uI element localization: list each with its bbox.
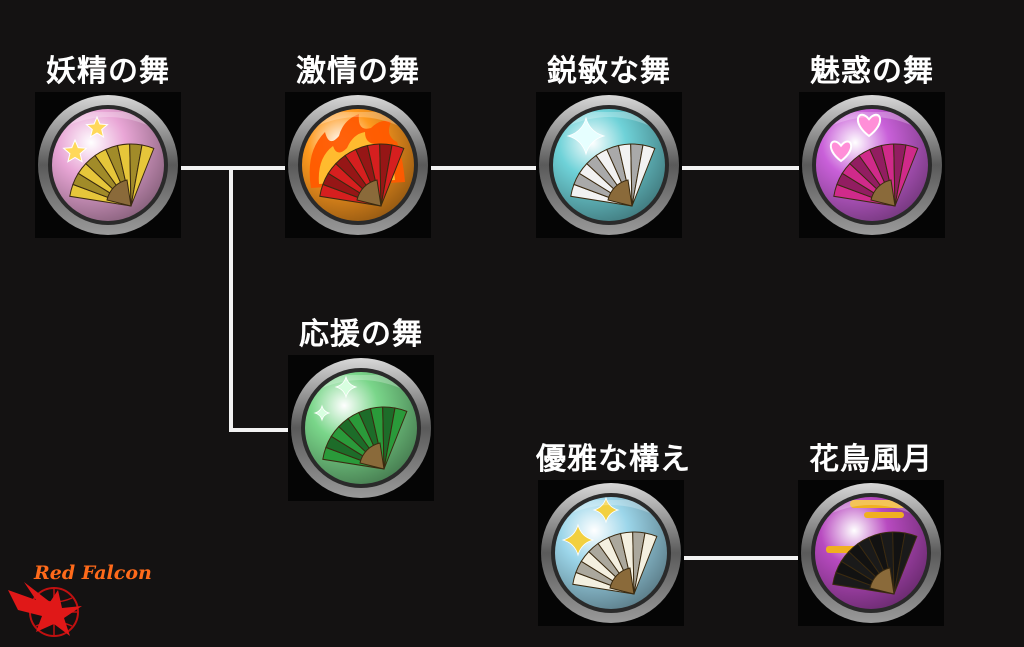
logo-text: Red Falcon bbox=[34, 562, 152, 584]
fan-twinkle-icon bbox=[288, 355, 434, 501]
skill-label: 魅惑の舞 bbox=[810, 54, 934, 89]
fan-stars-icon bbox=[35, 92, 181, 238]
skill-fairy[interactable]: 妖精の舞 bbox=[33, 52, 183, 238]
connector-keen-charm bbox=[681, 166, 801, 170]
red-falcon-logo: Red Falcon bbox=[6, 560, 152, 642]
skill-label: 妖精の舞 bbox=[46, 54, 170, 89]
connector-fairy-passion bbox=[178, 166, 290, 170]
skill-label: 優雅な構え bbox=[536, 442, 691, 477]
connector-branch-vertical bbox=[229, 166, 233, 432]
skill-kachou[interactable]: 花鳥風月 bbox=[796, 440, 946, 626]
skill-label: 激情の舞 bbox=[296, 54, 420, 89]
connector-passion-keen bbox=[428, 166, 540, 170]
connector-branch-cheer bbox=[229, 428, 291, 432]
skill-elegant[interactable]: 優雅な構え bbox=[536, 440, 691, 626]
fan-moon-icon bbox=[798, 480, 944, 626]
fan-sparkle-icon bbox=[536, 92, 682, 238]
skill-passion[interactable]: 激情の舞 bbox=[283, 52, 433, 238]
connector-elegant-kachou bbox=[684, 556, 800, 560]
fan-gold-stars-icon bbox=[538, 480, 684, 626]
skill-label: 応援の舞 bbox=[299, 317, 423, 352]
skill-cheer[interactable]: 応援の舞 bbox=[286, 315, 436, 501]
skill-label: 鋭敏な舞 bbox=[547, 54, 671, 89]
fan-hearts-icon bbox=[799, 92, 945, 238]
skill-keen[interactable]: 鋭敏な舞 bbox=[534, 52, 684, 238]
skill-charm[interactable]: 魅惑の舞 bbox=[797, 52, 947, 238]
falcon-emblem-icon bbox=[8, 582, 82, 637]
fan-flame-icon bbox=[285, 92, 431, 238]
skill-label: 花鳥風月 bbox=[809, 442, 933, 477]
